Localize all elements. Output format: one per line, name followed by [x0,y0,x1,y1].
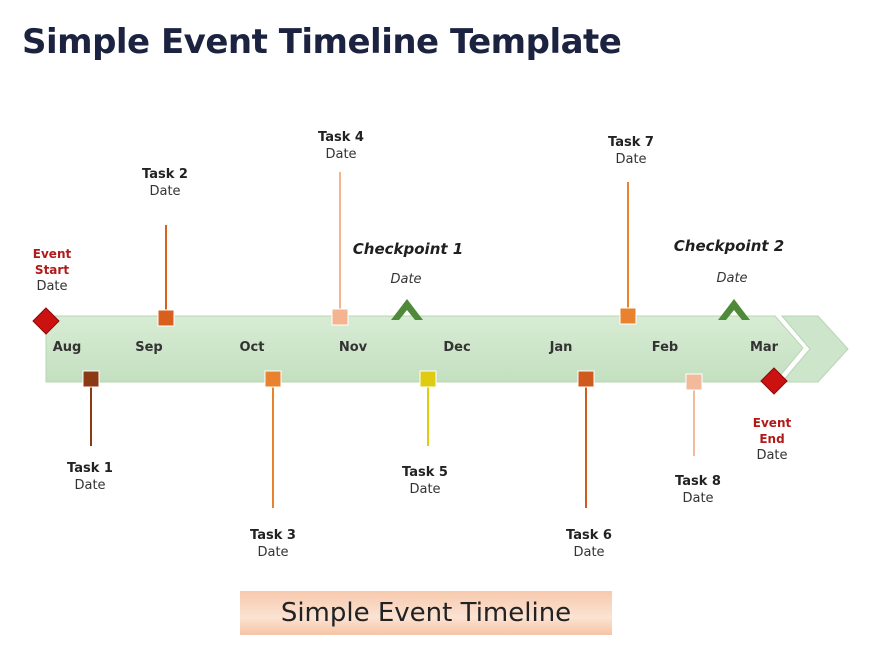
task-2-marker [157,309,175,327]
task-7-label: Task 7 Date [608,134,654,168]
task-6-name: Task 6 [566,528,612,543]
task-6-date: Date [573,545,605,560]
month-label: Aug [52,340,82,355]
month-label: Mar [749,340,779,355]
task-3-marker [264,370,282,388]
task-4-date: Date [325,147,357,162]
task-4-name: Task 4 [318,130,364,145]
task-8-date: Date [682,491,714,506]
event-end-label: Event End Date [753,415,791,464]
task-1-date: Date [74,478,106,493]
checkpoint-2-marker [718,299,750,320]
task-4-marker [331,308,349,326]
month-label: Feb [651,340,679,355]
checkpoint-1-date-label: Date [390,271,421,289]
checkpoint-1-name: Checkpoint 1 [352,240,464,258]
timeline-arrow-tip [780,315,849,383]
event-end-line2: End [759,432,785,446]
month-label: Nov [338,340,368,355]
checkpoint-2-name: Checkpoint 2 [673,237,785,255]
task-8-label: Task 8 Date [675,473,721,507]
task-6-marker [577,370,595,388]
checkpoint-2-date-label: Date [716,270,747,288]
task-5-label: Task 5 Date [402,464,448,498]
task-4-label: Task 4 Date [318,129,364,163]
task-7-date: Date [615,152,647,167]
event-start-label: Event Start Date [33,246,71,295]
task-1-name: Task 1 [67,461,113,476]
event-end-date: Date [756,448,788,463]
month-label: Dec [443,340,471,355]
task-3-name: Task 3 [250,528,296,543]
task-8-marker [685,373,703,391]
month-label: Oct [239,340,265,355]
task-5-date: Date [409,482,441,497]
task-6-label: Task 6 Date [566,527,612,561]
task-5-name: Task 5 [402,465,448,480]
timeline-band [45,315,804,383]
event-start-line2: Start [34,263,70,277]
task-3-label: Task 3 Date [250,527,296,561]
task-2-name: Task 2 [142,167,188,182]
checkpoint-1-marker [391,299,423,320]
task-7-marker [619,307,637,325]
task-2-date: Date [149,184,181,199]
task-1-label: Task 1 Date [67,460,113,494]
footer-caption: Simple Event Timeline [240,591,612,635]
checkpoint-1-date: Date [390,272,422,287]
month-label: Sep [135,340,163,355]
event-end-marker [760,367,788,395]
month-label: Jan [549,340,573,355]
task-2-label: Task 2 Date [142,166,188,200]
checkpoint-2-date: Date [716,271,748,286]
checkpoint-1-label: Checkpoint 1 [353,239,463,259]
event-start-date: Date [36,279,68,294]
task-8-name: Task 8 [675,474,721,489]
event-start-line1: Event [32,247,72,261]
event-start-marker [32,307,60,335]
page-title: Simple Event Timeline Template [22,22,622,62]
task-1-marker [82,370,100,388]
task-7-name: Task 7 [608,135,654,150]
checkpoint-2-label: Checkpoint 2 [674,236,784,256]
task-5-marker [419,370,437,388]
event-end-line1: Event [752,416,792,430]
task-3-date: Date [257,545,289,560]
